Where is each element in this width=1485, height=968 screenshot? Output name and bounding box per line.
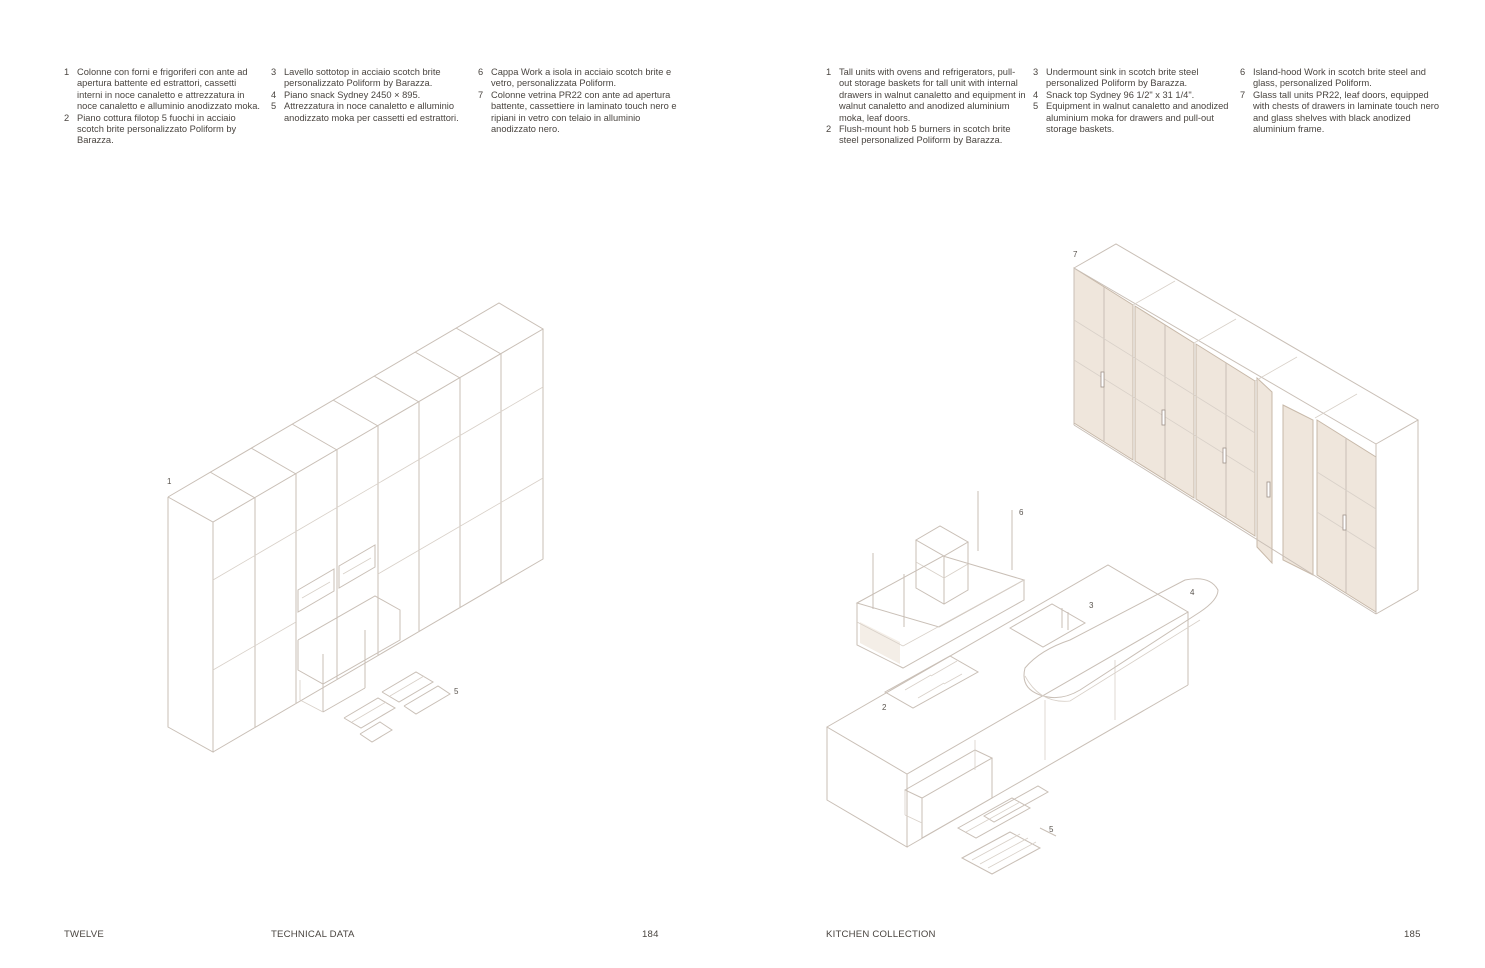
- note-text: Colonne con forni e frigoriferi con ante…: [77, 67, 260, 112]
- notes-column-3: 6 Island-hood Work in scotch brite steel …: [1240, 67, 1440, 135]
- label-sink: 3: [1089, 601, 1094, 610]
- glass-units-drawing: 7: [1073, 243, 1420, 615]
- note-text: Piano cottura filotop 5 fuochi in acciai…: [77, 112, 237, 146]
- label-accessories: 5: [454, 687, 459, 696]
- island-accessories: [956, 785, 1057, 875]
- note-number: 6: [478, 67, 484, 77]
- note-text: Glass tall units PR22, leaf doors, equip…: [1253, 89, 1440, 135]
- label-hood: 6: [1019, 508, 1024, 517]
- note-item: 7 Colonne vetrina PR22 con ante ad apertu…: [478, 90, 678, 136]
- footer-page-number: 185: [1404, 929, 1421, 940]
- note-number: 3: [1033, 67, 1039, 77]
- notes-column-3: 6 Cappa Work a isola in acciaio scotch br…: [478, 67, 678, 135]
- note-number: 2: [826, 124, 832, 135]
- note-item: 4 Piano snack Sydney 2450 × 895.: [271, 90, 471, 101]
- note-text: Equipment in walnut canaletto and anodiz…: [1046, 101, 1229, 135]
- note-text: Cappa Work a isola in acciaio scotch bri…: [491, 67, 672, 89]
- label-hob: 2: [882, 703, 887, 712]
- notes-column-1: 1 Colonne con forni e frigoriferi con ant…: [64, 67, 264, 147]
- note-item: 1 Colonne con forni e frigoriferi con ant…: [64, 67, 264, 113]
- accessory-trays: [343, 671, 451, 743]
- footer-brand: TWELVE: [64, 929, 104, 940]
- note-item: 1 Tall units with ovens and refrigerators…: [826, 67, 1026, 124]
- note-number: 7: [1240, 89, 1246, 100]
- notes-column-1: 1 Tall units with ovens and refrigerators…: [826, 67, 1026, 147]
- right-page: 1 Tall units with ovens and refrigerators…: [742, 0, 1485, 968]
- note-number: 3: [271, 67, 277, 77]
- note-text: Attrezzatura in noce canaletto e allumin…: [284, 101, 459, 123]
- notes-column-2: 3 Lavello sottotop in acciaio scotch brit…: [271, 67, 471, 124]
- label-glass-units: 7: [1073, 250, 1078, 259]
- note-number: 7: [478, 89, 484, 100]
- hood-drawing: 6: [855, 491, 1026, 669]
- note-text: Lavello sottotop in acciaio scotch brite…: [284, 67, 441, 89]
- note-item: 6 Island-hood Work in scotch brite steel …: [1240, 67, 1440, 90]
- island-drawing: 2 3 4 5: [826, 564, 1219, 875]
- left-page: 1 Colonne con forni e frigoriferi con ant…: [0, 0, 742, 968]
- note-item: 2 Flush-mount hob 5 burners in scotch bri…: [826, 124, 1026, 147]
- note-number: 4: [1033, 89, 1039, 100]
- label-tall-units: 1: [167, 477, 172, 486]
- note-item: 5 Equipment in walnut canaletto and anodi…: [1033, 101, 1233, 135]
- note-item: 3 Lavello sottotop in acciaio scotch brit…: [271, 67, 471, 90]
- footer-page-number: 184: [642, 929, 659, 940]
- note-number: 4: [271, 89, 277, 100]
- note-text: Undermount sink in scotch brite steel pe…: [1046, 67, 1199, 89]
- note-text: Flush-mount hob 5 burners in scotch brit…: [839, 124, 1011, 146]
- note-number: 1: [64, 67, 70, 77]
- footer-section: KITCHEN COLLECTION: [826, 929, 936, 940]
- note-item: 5 Attrezzatura in noce canaletto e allumi…: [271, 101, 471, 124]
- note-item: 3 Undermount sink in scotch brite steel p…: [1033, 67, 1233, 90]
- notes-column-2: 3 Undermount sink in scotch brite steel p…: [1033, 67, 1233, 135]
- note-item: 6 Cappa Work a isola in acciaio scotch br…: [478, 67, 678, 90]
- note-item: 2 Piano cottura filotop 5 fuochi in accia…: [64, 113, 264, 147]
- note-item: 4 Snack top Sydney 96 1/2" x 31 1/4".: [1033, 90, 1233, 101]
- note-text: Tall units with ovens and refrigerators,…: [839, 67, 1026, 123]
- label-snack-top: 4: [1190, 588, 1195, 597]
- note-number: 2: [64, 112, 70, 123]
- note-item: 7 Glass tall units PR22, leaf doors, equi…: [1240, 90, 1440, 136]
- note-text: Colonne vetrina PR22 con ante ad apertur…: [491, 89, 677, 135]
- tall-units-drawing: 1 5: [167, 302, 544, 753]
- note-number: 1: [826, 67, 832, 77]
- note-number: 5: [1033, 101, 1039, 112]
- label-island-accessories: 5: [1049, 825, 1054, 834]
- note-text: Island-hood Work in scotch brite steel a…: [1253, 67, 1426, 89]
- note-number: 6: [1240, 67, 1246, 77]
- note-text: Snack top Sydney 96 1/2" x 31 1/4".: [1046, 89, 1195, 100]
- footer-section: TECHNICAL DATA: [271, 929, 355, 940]
- note-number: 5: [271, 101, 277, 112]
- note-text: Piano snack Sydney 2450 × 895.: [284, 89, 421, 100]
